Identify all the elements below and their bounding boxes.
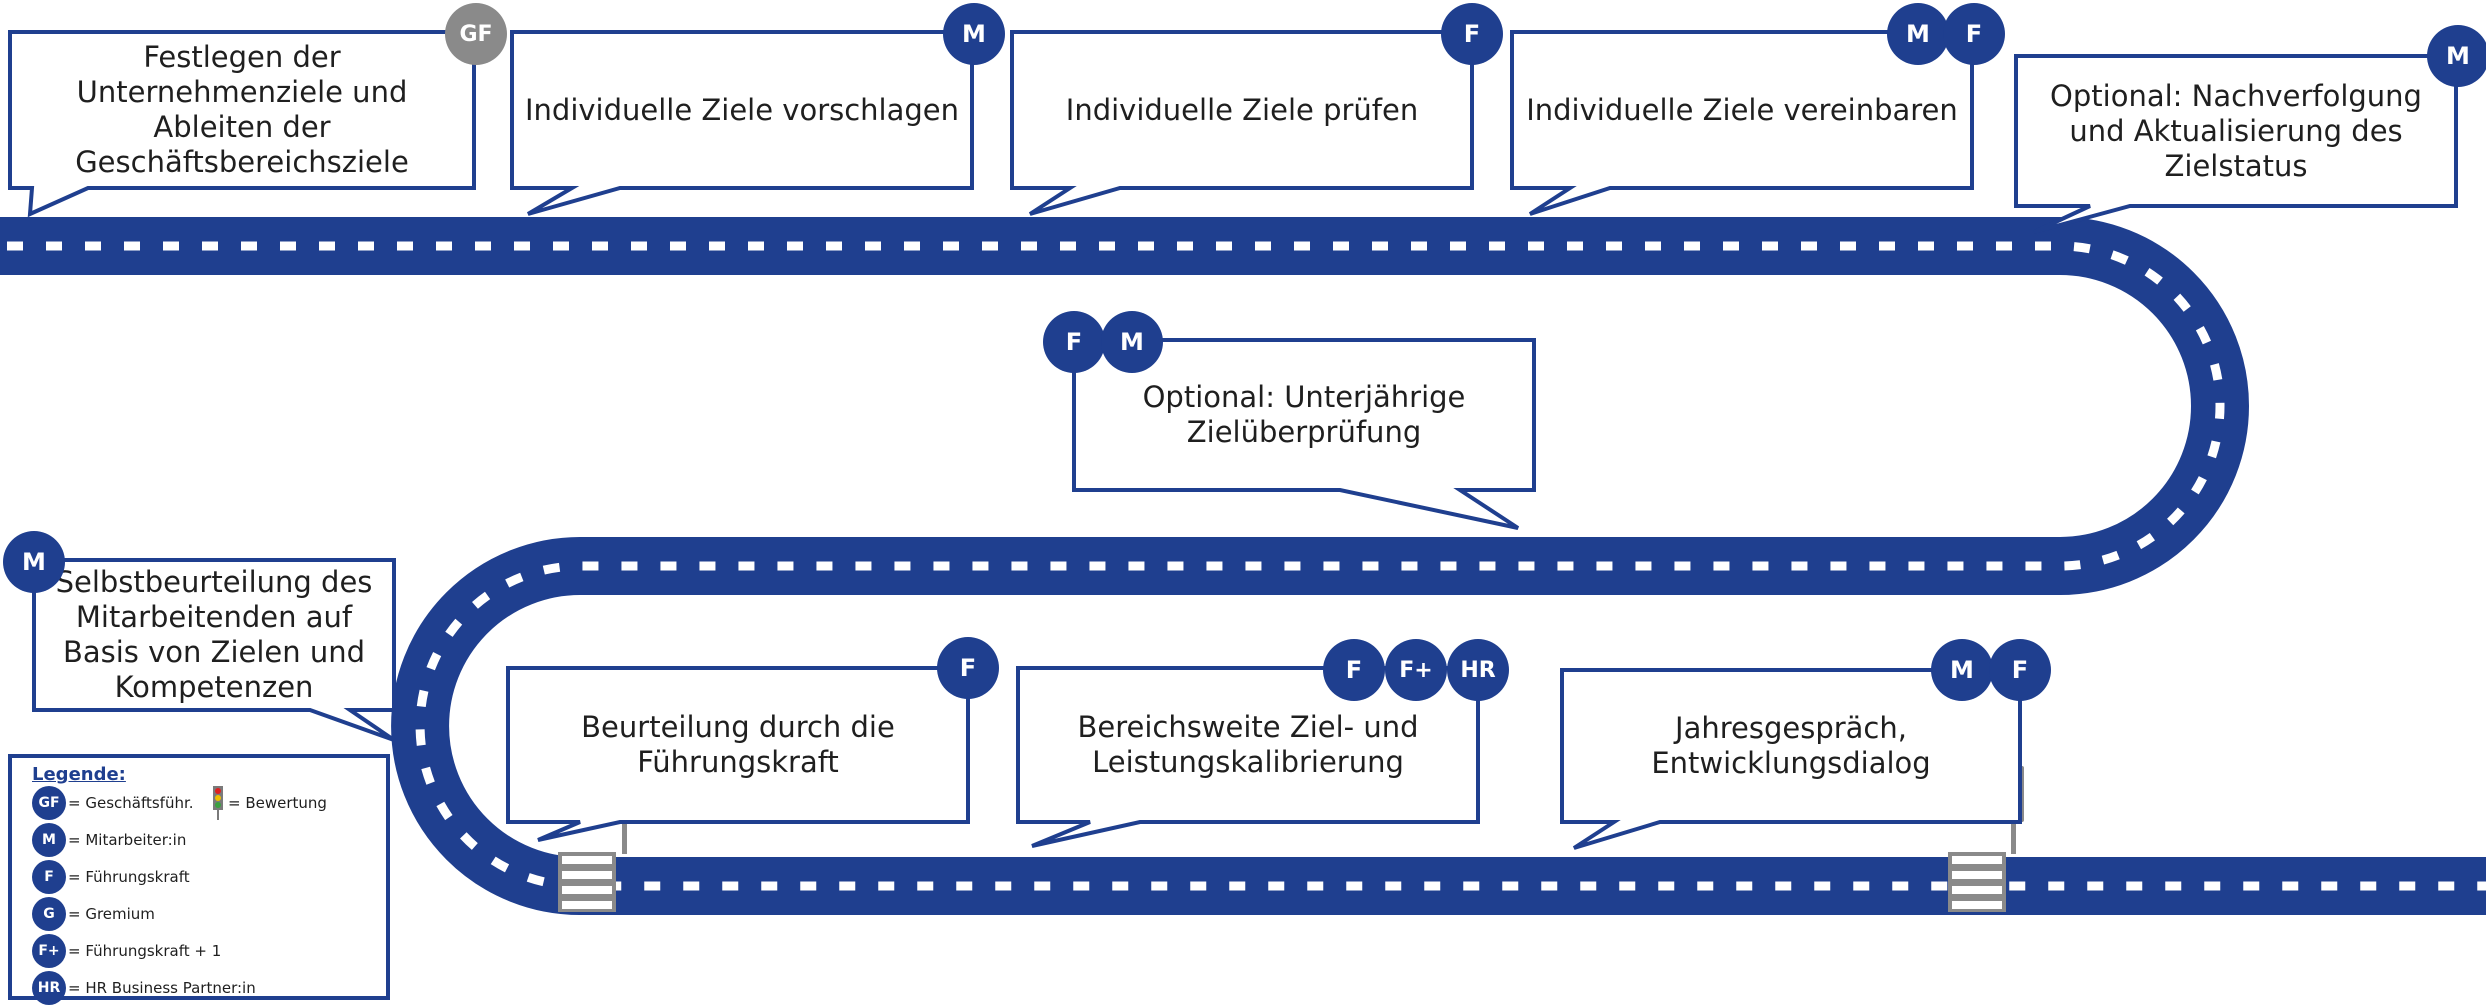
legend-item: M= Mitarbeiter:in [32,823,186,857]
legend-badge-icon: F+ [32,934,66,968]
legend-badge-icon: F [32,860,66,894]
step-text-3: Individuelle Ziele prüfen [1065,92,1419,127]
role-badge-m-icon: M [1887,3,1949,65]
role-badge-f-icon: F [937,637,999,699]
role-badge-m-icon: M [943,3,1005,65]
role-badge-f-icon: F [1943,3,2005,65]
legend-badge-icon: GF [32,786,66,820]
legend-badge-icon: G [32,897,66,931]
step-text-9: Bereichsweite Ziel- und Leistungskalibri… [1077,710,1419,779]
step-text-6: Optional: Unterjährige Zielüberprüfung [1142,380,1466,449]
role-badge-m-icon: M [1931,639,1993,701]
step-box-7 [32,558,396,742]
legend-traffic-light: = Bewertung [210,786,327,820]
step-text-10: Jahresgespräch, Entwicklungsdialog [1651,711,1931,780]
step-text-5: Optional: Nachverfolgung und Aktualisier… [2050,78,2422,183]
legend-label: = HR Business Partner:in [68,979,256,997]
crosswalk-2 [1948,852,2006,912]
legend-label: = Führungskraft + 1 [68,942,222,960]
legend-title: Legende: [32,764,126,785]
crosswalk-1 [558,852,616,912]
legend-label: = Geschäftsführ. [68,794,194,812]
role-badge-m-icon: M [1101,311,1163,373]
road-center-dashes [0,241,2486,891]
step-text-8: Beurteilung durch die Führungskraft [581,710,895,779]
legend-label: = Führungskraft [68,868,190,886]
step-text-2: Individuelle Ziele vorschlagen [524,92,960,127]
legend-label: = Gremium [68,905,155,923]
legend-badge-icon: M [32,823,66,857]
role-badge-hr-icon: HR [1447,639,1509,701]
legend-item: F+= Führungskraft + 1 [32,934,221,968]
role-badge-gf-icon: GF [445,3,507,65]
legend: Legende: GF= Geschäftsführ.M= Mitarbeite… [8,754,390,1005]
role-badge-fplus-icon: F+ [1385,639,1447,701]
legend-item: HR= HR Business Partner:in [32,971,256,1005]
legend-badge-icon: HR [32,971,66,1005]
role-badge-f-icon: F [1043,311,1105,373]
traffic-light-icon [213,786,223,820]
role-badge-m-icon: M [2427,25,2486,87]
legend-traffic-light-label: = Bewertung [228,794,327,812]
legend-label: = Mitarbeiter:in [68,831,187,849]
legend-item: GF= Geschäftsführ. [32,786,194,820]
legend-item: F= Führungskraft [32,860,190,894]
step-text-7: Selbstbeurteilung des Mitarbeitenden auf… [55,565,373,704]
legend-item: G= Gremium [32,897,155,931]
role-badge-m-icon: M [3,531,65,593]
role-badge-f-icon: F [1323,639,1385,701]
role-badge-f-icon: F [1441,3,1503,65]
step-text-1: Festlegen der Unternehmenziele und Ablei… [75,40,409,179]
step-box-6 [1072,338,1536,530]
role-badge-f-icon: F [1989,639,2051,701]
step-text-4: Individuelle Ziele vereinbaren [1526,92,1958,127]
